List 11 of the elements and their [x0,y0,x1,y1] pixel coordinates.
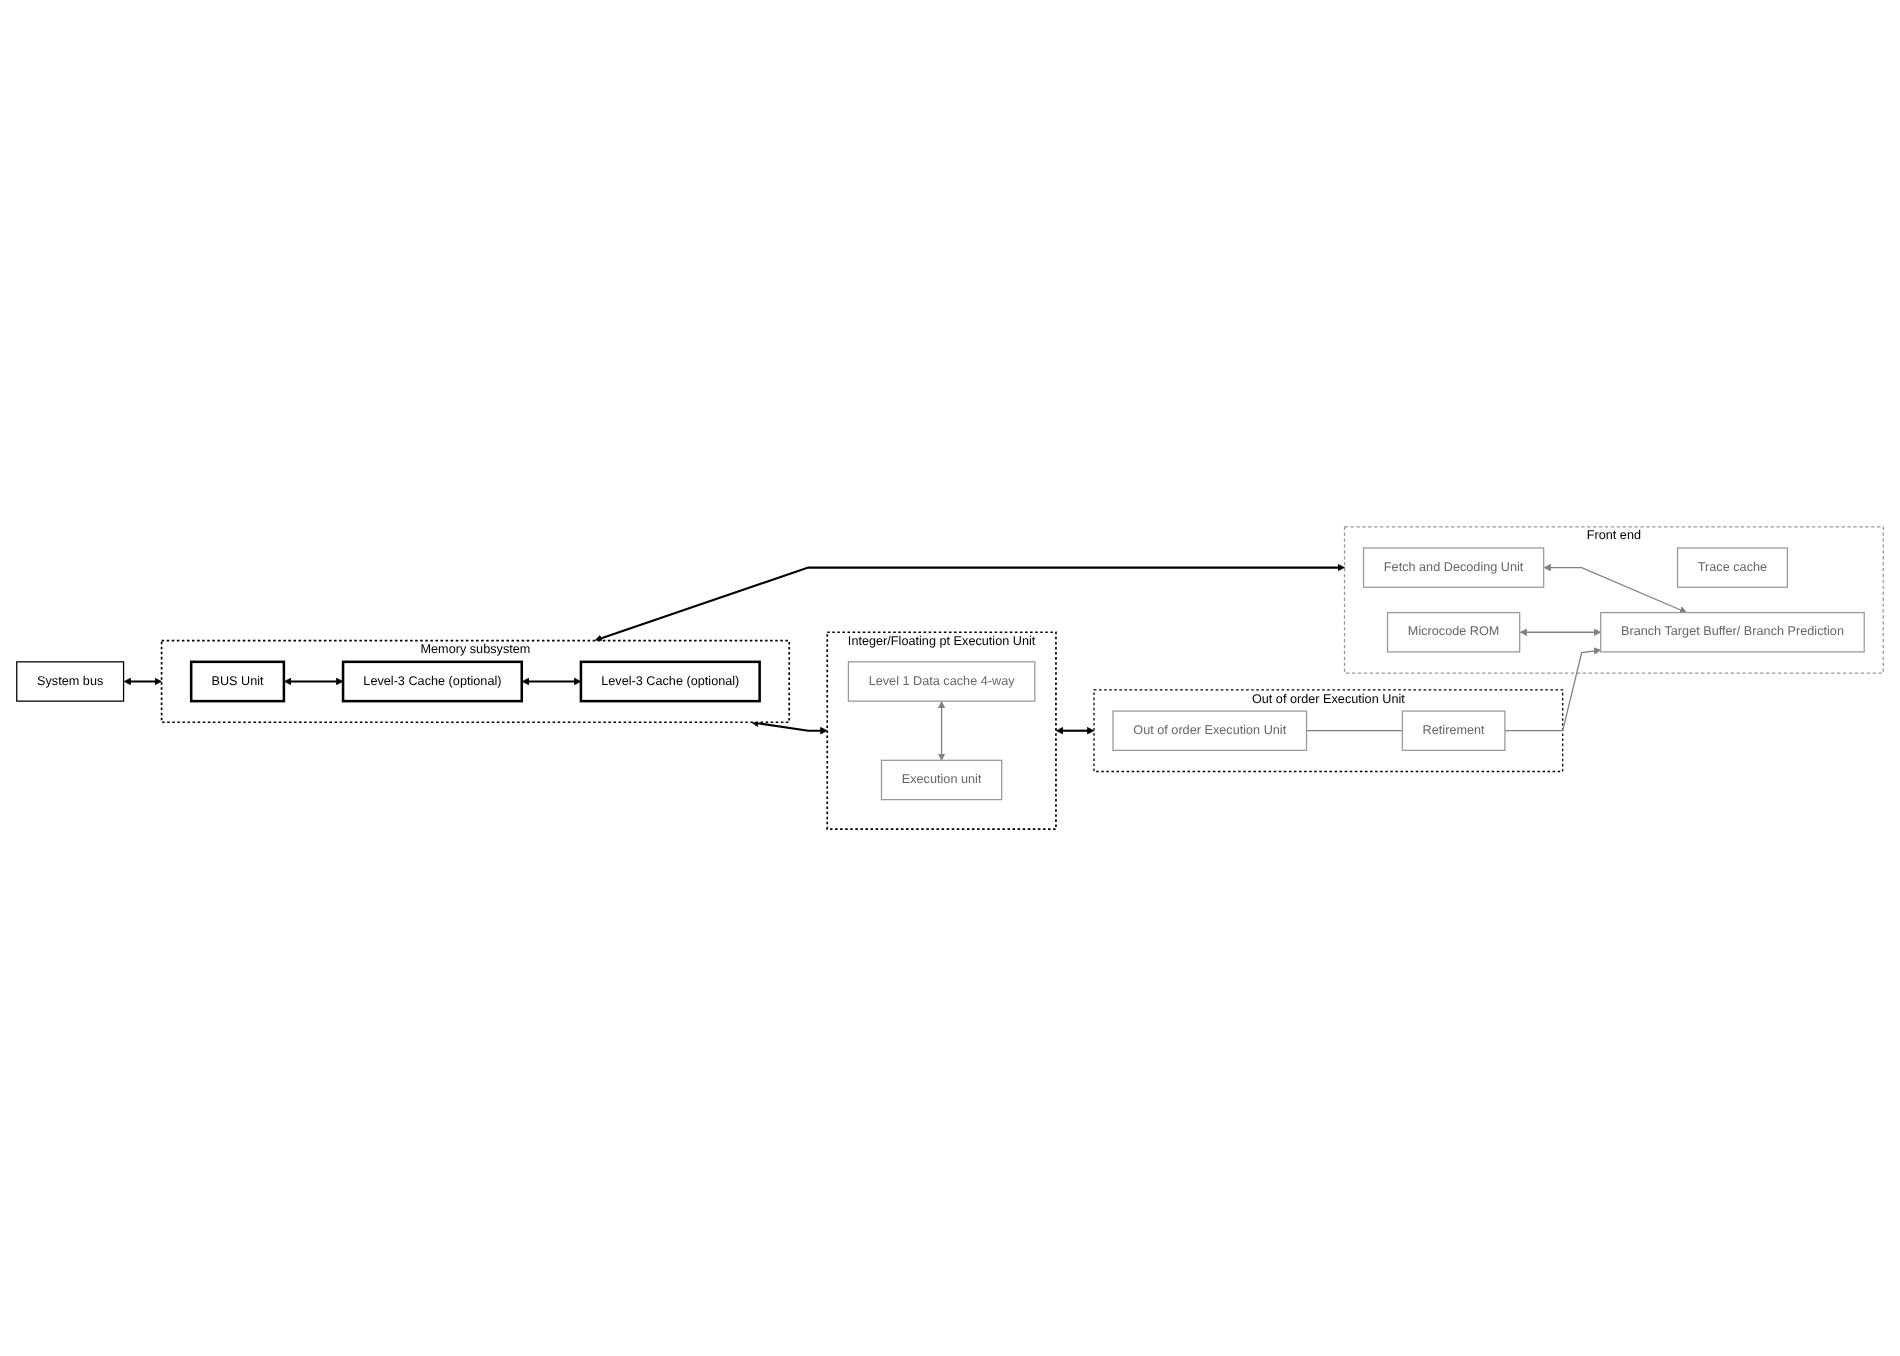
arrow [937,701,946,761]
arrow [521,677,582,686]
arrow [1519,628,1602,636]
arrow [751,719,828,735]
arrow [594,563,1345,642]
arrow [1055,727,1095,735]
arrow [123,677,162,686]
arrow [1543,563,1687,614]
connector [1305,730,1403,732]
arrow [283,677,344,686]
arrow [1504,647,1602,732]
